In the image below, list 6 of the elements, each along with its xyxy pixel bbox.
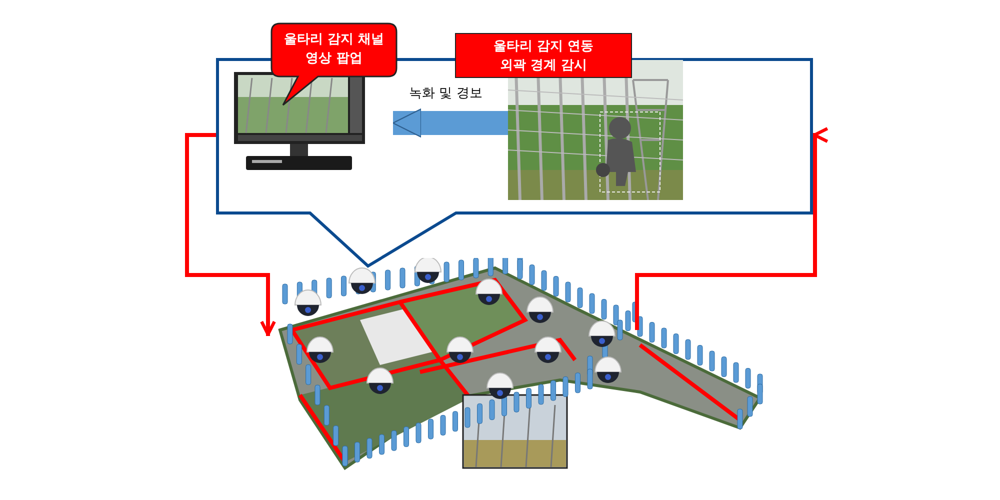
caption-text: 울타리 감지 채널 영상 팝업 bbox=[282, 31, 386, 68]
block-arrow bbox=[392, 108, 508, 138]
arrow bbox=[635, 127, 829, 330]
arrow bbox=[185, 133, 276, 336]
caption-text: 울타리 감지 연동 외곽 경계 감시 bbox=[492, 38, 595, 74]
title-box bbox=[455, 33, 632, 78]
